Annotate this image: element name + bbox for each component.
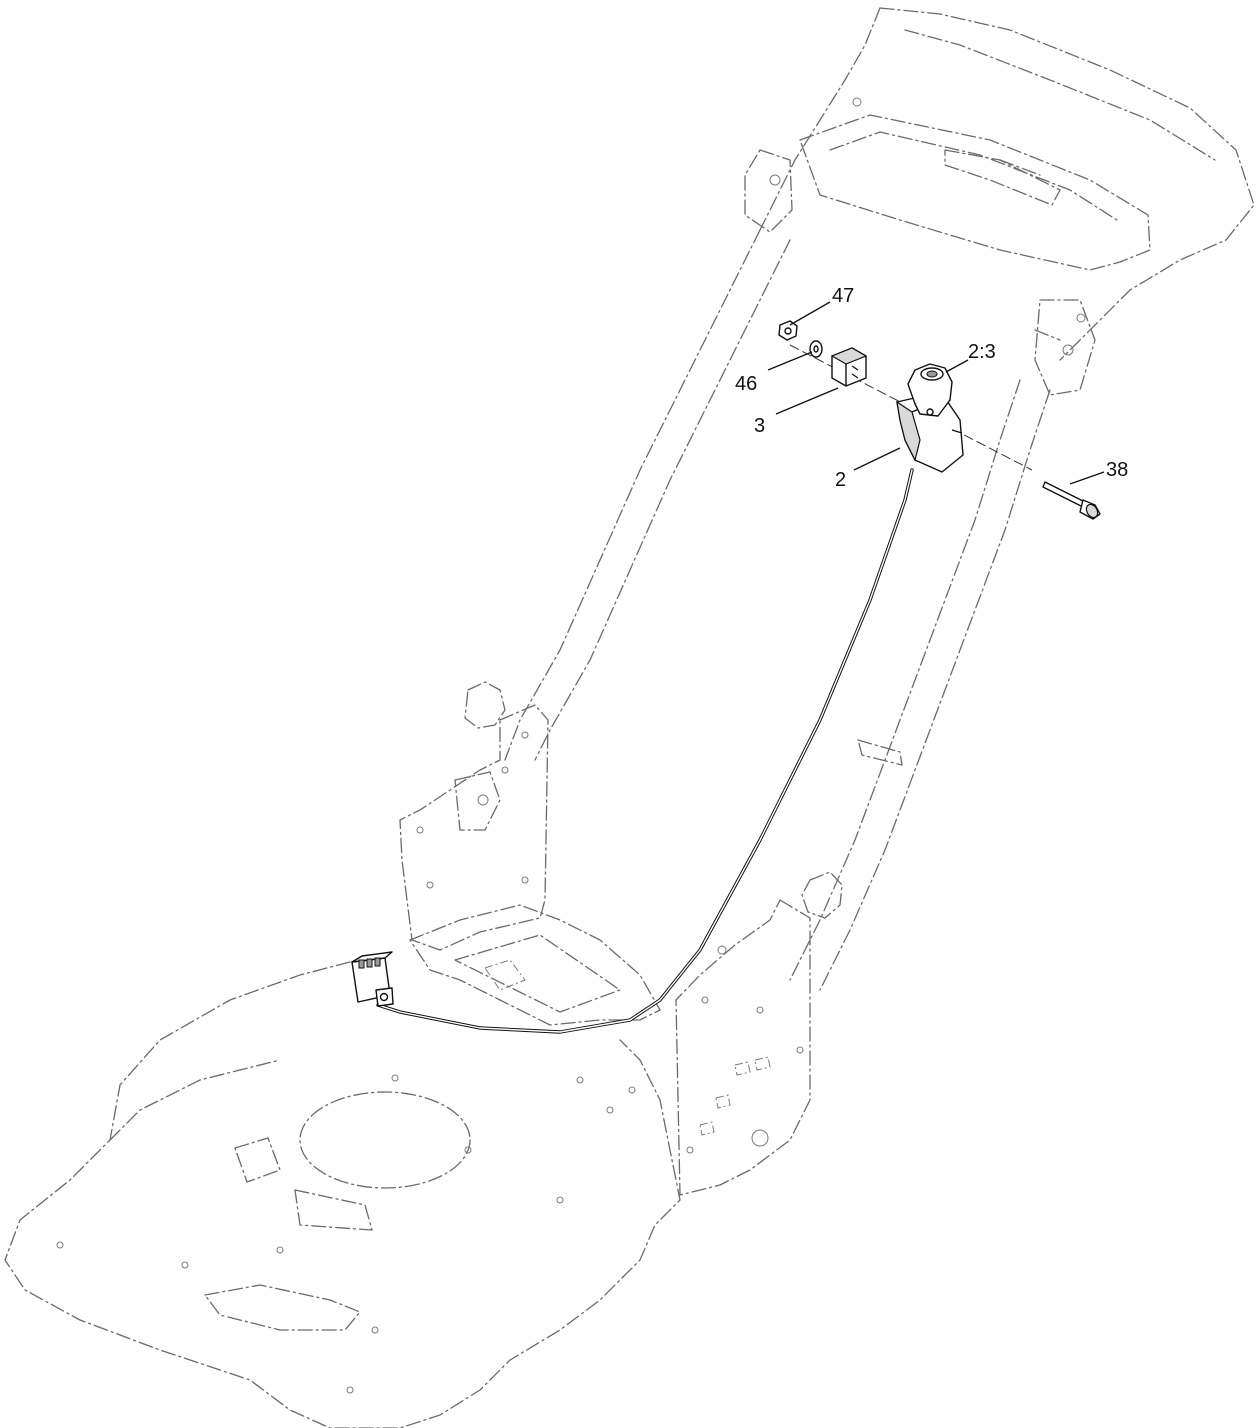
nut-part — [778, 320, 798, 341]
bolt-part — [1042, 481, 1101, 520]
washer-part — [809, 340, 823, 358]
clip-part — [830, 347, 868, 387]
callout-38: 38 — [1106, 459, 1128, 481]
assembly-centerline — [789, 344, 1033, 471]
control-housing-part — [896, 363, 964, 473]
callout-47: 47 — [832, 285, 854, 307]
cable-switch-block — [351, 951, 394, 1007]
callout-3: 3 — [754, 415, 765, 437]
mower-phantom-outline — [4, 7, 1255, 1428]
callout-46: 46 — [735, 373, 757, 395]
leader-lines — [767, 301, 1105, 485]
callout-2: 2 — [835, 469, 846, 491]
callout-2-3: 2:3 — [968, 341, 996, 363]
control-cable — [376, 468, 914, 1034]
callout-labels: 47 46 3 2:3 2 38 — [735, 285, 1128, 491]
